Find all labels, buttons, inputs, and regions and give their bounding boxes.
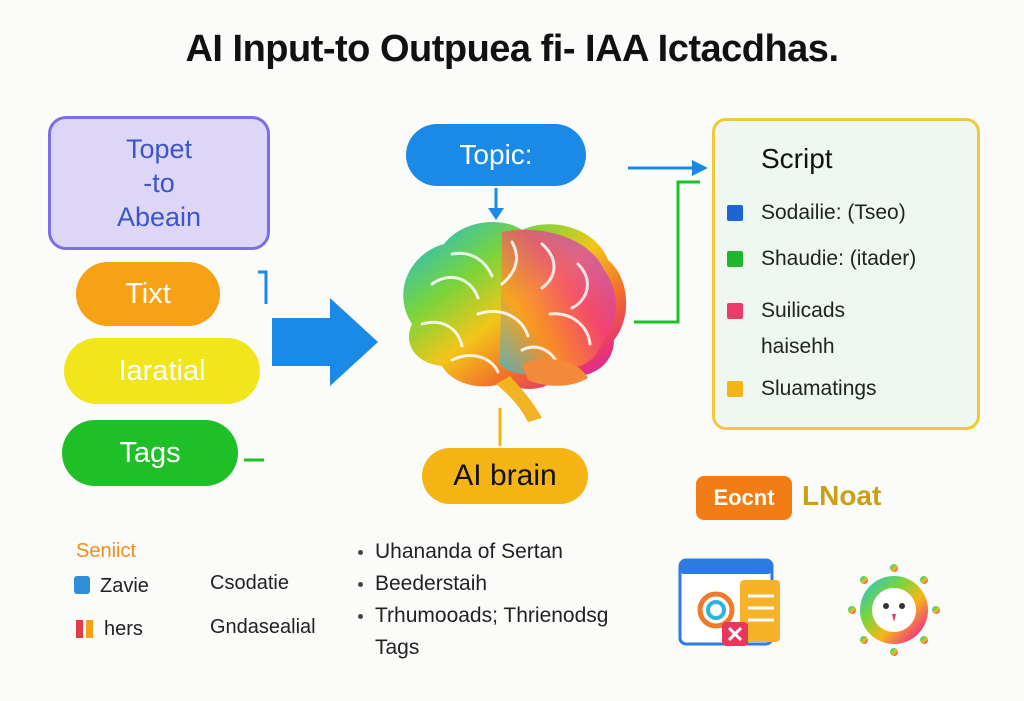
diagram-title: AI Input-to Outpuea fi- IAA Ictacdhas. — [185, 28, 839, 70]
big-arrow-icon — [272, 298, 378, 386]
brand-badge: Eocnt — [696, 476, 792, 520]
legend-row-right: Csodatie — [210, 572, 289, 594]
bullet-dot-icon — [358, 613, 363, 619]
script-item: haisehh — [727, 335, 835, 359]
script-item-label: haisehh — [761, 335, 835, 358]
brain-icon — [403, 221, 627, 422]
script-item: Shaudie: (itader) — [727, 247, 916, 271]
bullet-item: Uhananda of Sertan — [358, 536, 608, 568]
script-item-label: Sluamatings — [761, 377, 877, 400]
script-item-label: Sodailie: (Tseo) — [761, 201, 906, 224]
script-panel: Script Sodailie: (Tseo) Shaudie: (itader… — [712, 118, 980, 430]
brand-name: LNoat — [802, 480, 882, 511]
script-item-label: Suilicads — [761, 299, 846, 322]
pill-text: Tixt — [76, 262, 220, 326]
bullet-dot-icon — [358, 549, 363, 555]
legend-row-right: Gndasealial — [210, 616, 316, 638]
pill-material: Iaratial — [64, 338, 260, 404]
orange-legend-icon — [86, 620, 93, 638]
topic-right-arrow-icon — [692, 160, 708, 176]
script-item: Sodailie: (Tseo) — [727, 201, 906, 225]
input-box-line-2: -to — [143, 168, 175, 198]
ai-brain-label: AI brain — [422, 448, 588, 504]
input-box-line-1: Topet — [125, 134, 193, 164]
legend-row-label: hers — [104, 618, 143, 640]
yellow-square-icon — [727, 381, 743, 397]
blue-legend-icon — [74, 576, 90, 594]
colorful-face-icon — [848, 564, 940, 656]
input-box: Topet -to Abeain — [48, 116, 270, 250]
pink-square-icon — [727, 303, 743, 319]
input-box-line-3: Abeain — [116, 202, 202, 232]
bullet-item: Beederstaih — [358, 568, 608, 600]
topic-down-arrow-icon — [488, 208, 504, 220]
document-window-icon — [678, 558, 780, 646]
script-item: Suilicads — [727, 299, 845, 323]
pill-tags: Tags — [62, 420, 238, 486]
pill-connector-top — [258, 270, 268, 304]
brain-output-line — [634, 180, 700, 324]
script-item: Sluamatings — [727, 377, 877, 401]
bullet-dot-icon — [358, 581, 363, 587]
legend-title: Seniict — [76, 540, 137, 562]
green-square-icon — [727, 251, 743, 267]
red-legend-icon — [76, 620, 83, 638]
legend-row-label: Zavie — [100, 575, 149, 597]
script-heading: Script — [761, 143, 833, 174]
bullet-item: Trhumooads; Thrienodsg — [358, 600, 608, 632]
blue-square-icon — [727, 205, 743, 221]
script-item-label: Shaudie: (itader) — [761, 247, 917, 270]
bullet-item: Tags — [375, 636, 420, 659]
topic-label: Topic: — [406, 124, 586, 186]
bullet-list: Uhananda of Sertan Beederstaih Trhumooad… — [358, 536, 608, 664]
